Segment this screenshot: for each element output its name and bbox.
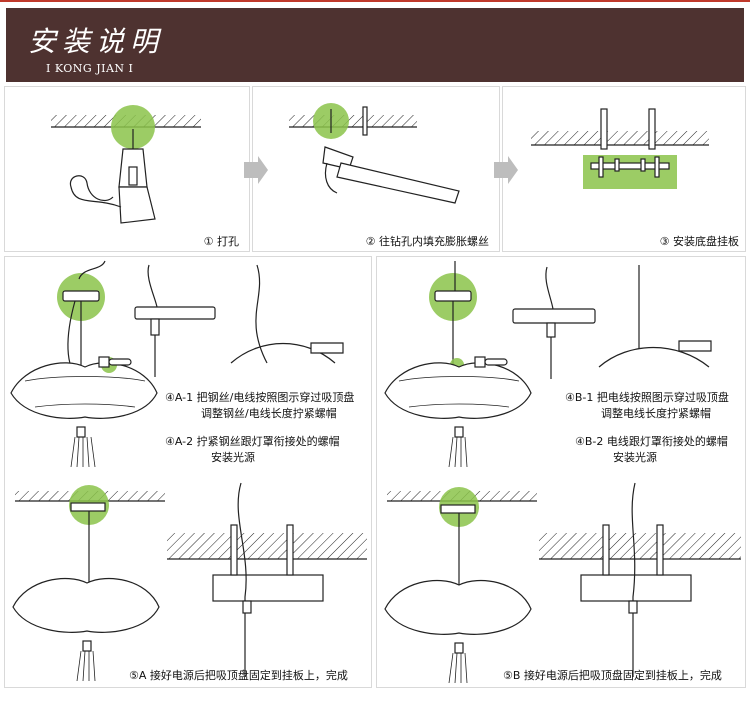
variant-b-step1-line2: 调整电线长度拧紧螺帽 xyxy=(601,407,711,420)
lamp-icon xyxy=(384,362,532,419)
hammer-icon xyxy=(322,146,460,204)
highlight-box xyxy=(583,155,677,189)
variant-b-panel: ④B-1 把电线按照图示穿过吸顶盘 调整电线长度拧紧螺帽 ④B-2 电线跟灯罩衔… xyxy=(376,256,746,688)
hammer-illustration xyxy=(289,103,460,204)
variant-a-step2-line2: 安装光源 xyxy=(211,451,255,464)
top-accent-line xyxy=(0,0,750,2)
variant-b-step5: ⑤B 接好电源后把吸顶盘固定到挂板上，完成 xyxy=(503,669,722,682)
bulb-icon xyxy=(98,356,132,368)
bracket-illustration xyxy=(531,108,709,189)
variant-b-step2-line2: 安装光源 xyxy=(613,451,657,464)
step-3-panel: ③ 安装底盘挂板 xyxy=(502,86,746,252)
variant-a-illustration xyxy=(10,260,367,682)
step-1-panel: ① 打孔 xyxy=(4,86,250,252)
step-2-caption: ② 往钻孔内填充膨胀螺丝 xyxy=(365,235,489,248)
lamp-icon xyxy=(10,362,158,419)
variant-a-step2-line1: ④A-2 拧紧钢丝跟灯罩衔接处的螺帽 xyxy=(165,435,340,448)
variant-b-illustration xyxy=(384,261,741,684)
variant-a-panel: ④A-1 把钢丝/电线按照图示穿过吸顶盘 调整钢丝/电线长度拧紧螺帽 ④A-2 … xyxy=(4,256,372,688)
step-2-panel: ② 往钻孔内填充膨胀螺丝 xyxy=(252,86,500,252)
header-banner: 安装说明 Ⅰ KONG JIAN Ⅰ xyxy=(6,8,744,82)
variant-b-step2-line1: ④B-2 电线跟灯罩衔接处的螺帽 xyxy=(575,435,728,448)
variant-a-step1-line2: 调整钢丝/电线长度拧紧螺帽 xyxy=(201,407,337,420)
step-3-caption: ③ 安装底盘挂板 xyxy=(659,235,739,248)
variant-a-step5: ⑤A 接好电源后把吸顶盘固定到挂板上，完成 xyxy=(129,669,348,682)
variant-b-step1-line1: ④B-1 把电线按照图示穿过吸顶盘 xyxy=(565,391,729,404)
step-1-caption: ① 打孔 xyxy=(203,235,239,248)
page-subtitle: Ⅰ KONG JIAN Ⅰ xyxy=(46,62,134,75)
highlight-circle xyxy=(111,105,155,149)
variant-a-step1-line1: ④A-1 把钢丝/电线按照图示穿过吸顶盘 xyxy=(165,391,355,404)
bulb-icon xyxy=(474,356,508,368)
drill-illustration xyxy=(51,105,201,224)
page-title: 安装说明 xyxy=(28,25,165,58)
drill-icon xyxy=(69,129,156,224)
